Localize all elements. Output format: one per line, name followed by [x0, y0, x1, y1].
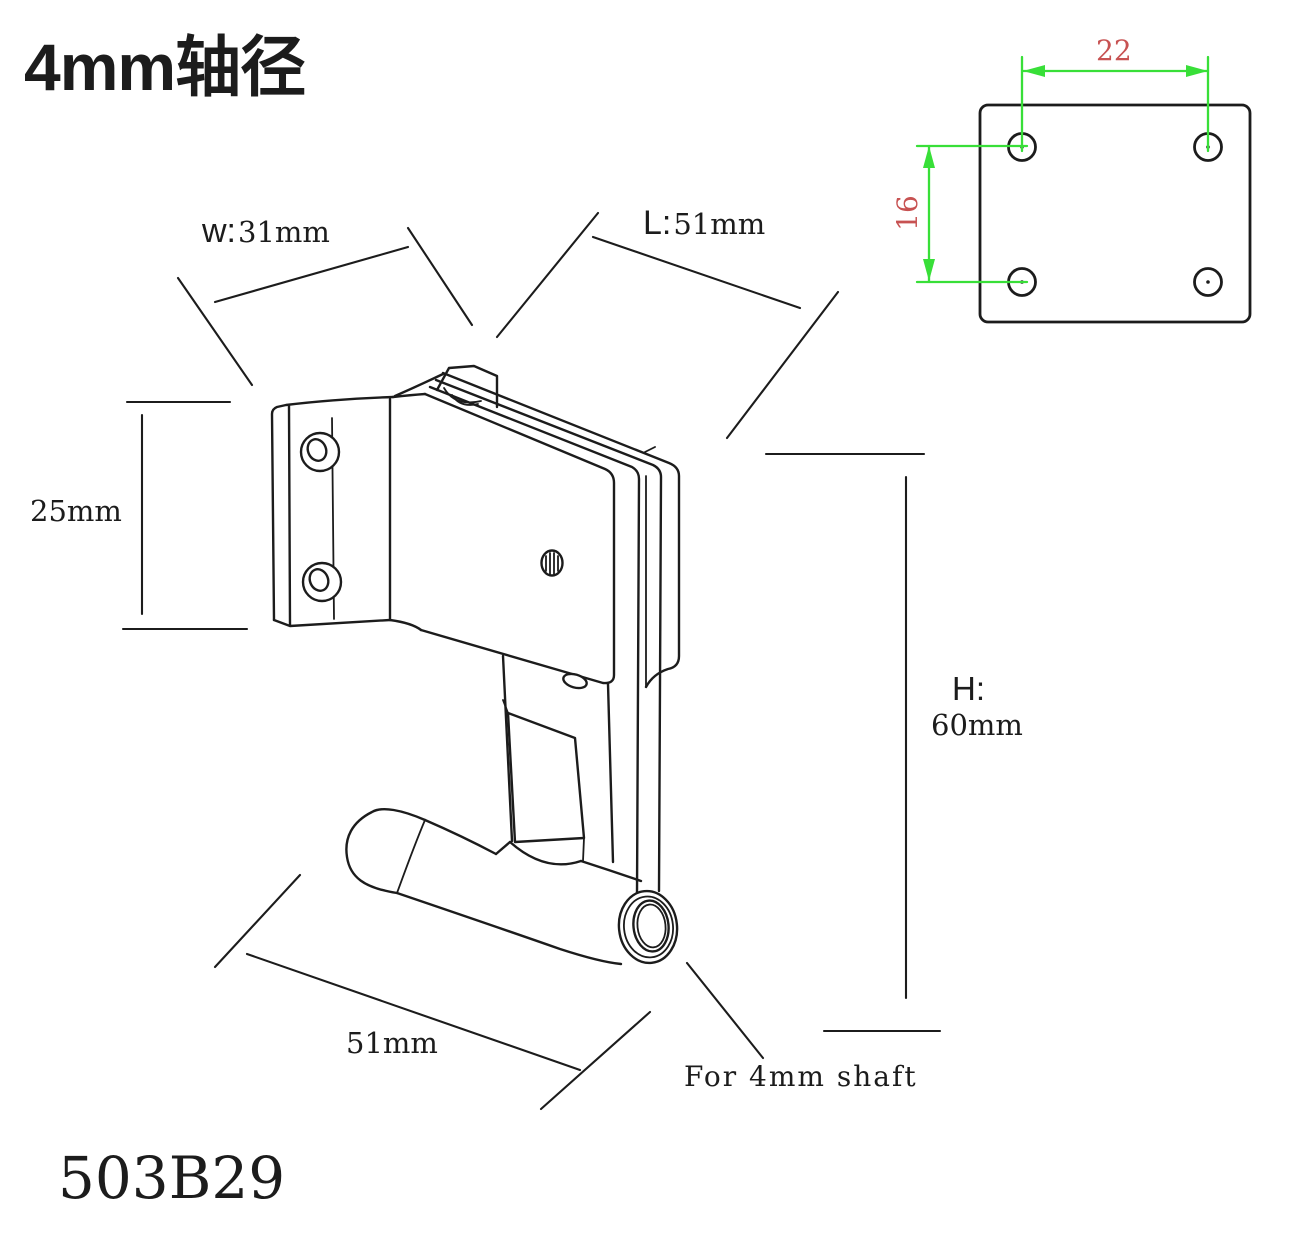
isometric-part-drawing — [270, 364, 681, 966]
top-view-hole-spacing-horizontal: 22 — [1096, 34, 1132, 67]
dim-plate-height-label: 25mm — [30, 494, 122, 528]
part-number: 503B29 — [58, 1144, 286, 1212]
mounting-holes — [299, 431, 343, 603]
dim-height-value: 60mm — [931, 708, 1023, 742]
dim-length-prefix: L: — [643, 204, 672, 242]
dim-length-label: L:51mm — [643, 204, 765, 243]
page-title: 4mm轴径 — [24, 30, 306, 104]
dim-height-prefix: H: — [952, 670, 985, 707]
dimension-lines — [121, 211, 942, 1111]
top-view-hole-spacing-vertical: 16 — [890, 195, 924, 231]
shaft-note-label: For 4mm shaft — [684, 1060, 918, 1093]
dim-width-value: 31mm — [238, 215, 330, 249]
dim-width-prefix: w: — [202, 212, 236, 250]
dim-width-label: w:31mm — [202, 212, 330, 251]
bottom-detent-hole — [562, 672, 588, 690]
top-view-plate — [915, 55, 1252, 324]
top-view-green-dimensions — [915, 55, 1210, 284]
dim-handle-length-label: 51mm — [346, 1026, 438, 1060]
shaft-eye-ring — [617, 889, 679, 965]
dim-length-value: 51mm — [673, 207, 766, 241]
threaded-hole — [540, 549, 564, 577]
